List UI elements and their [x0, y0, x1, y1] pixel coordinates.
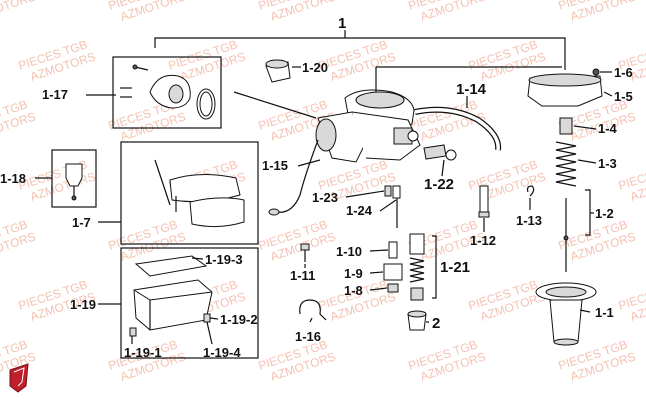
box-top-cap — [112, 56, 222, 129]
label-1-19-3: 1-19-3 — [205, 252, 243, 267]
needle-jet-part — [65, 163, 83, 201]
box-float-bowl — [120, 247, 259, 359]
label-1-2: 1-2 — [595, 206, 614, 221]
choke-part — [154, 159, 245, 228]
clip-1-16 — [299, 299, 327, 321]
label-1-17: 1-17 — [42, 87, 68, 102]
spring-needle-1-21 — [409, 233, 425, 301]
cap-part — [265, 59, 291, 83]
vent-hose-part — [274, 139, 319, 213]
screw-part — [423, 144, 457, 161]
assembly-bracket — [154, 30, 566, 70]
seat-1-4 — [559, 117, 573, 135]
label-1-4: 1-4 — [598, 121, 618, 136]
jet-stack-1-8-1-10 — [383, 241, 403, 293]
label-1-10: 1-10 — [336, 244, 362, 259]
diaphragm-cover-1-5 — [527, 73, 603, 107]
label-1-19: 1-19 — [70, 297, 96, 312]
label-1-24: 1-24 — [346, 203, 373, 218]
shield-logo — [9, 363, 29, 393]
part-labels: 1 1-17 1-20 1-6 1-5 1-14 1-4 1-3 1-2 1-1… — [0, 15, 633, 360]
leader-lines — [35, 66, 613, 345]
float-bowl-part — [129, 255, 213, 337]
label-1-12: 1-12 — [470, 233, 496, 248]
screw-1-6 — [592, 68, 600, 76]
label-1-3: 1-3 — [598, 156, 617, 171]
carburetor-body — [315, 89, 421, 163]
label-1-8: 1-8 — [344, 283, 363, 298]
box-choke — [120, 141, 259, 245]
watermark-line-2: AZMOTORS — [0, 0, 37, 24]
label-1-7: 1-7 — [72, 215, 91, 230]
label-1: 1 — [338, 15, 346, 32]
needle-1-2 — [563, 198, 569, 272]
label-1-19-1: 1-19-1 — [124, 345, 162, 360]
label-1-6: 1-6 — [614, 65, 633, 80]
top-cover-part — [120, 64, 216, 120]
label-1-5: 1-5 — [614, 89, 633, 104]
part-2 — [407, 310, 427, 331]
label-1-11: 1-11 — [290, 268, 315, 283]
bolt-1-11 — [300, 243, 310, 262]
label-2: 2 — [432, 315, 440, 332]
label-1-14: 1-14 — [456, 81, 487, 98]
label-1-16: 1-16 — [295, 329, 321, 344]
label-1-22: 1-22 — [424, 176, 454, 193]
label-1-1: 1-1 — [595, 305, 614, 320]
label-1-9: 1-9 — [344, 266, 363, 281]
label-1-13: 1-13 — [516, 213, 542, 228]
spring-1-3 — [555, 141, 577, 187]
label-1-18: 1-18 — [0, 171, 26, 186]
jet-1-23 — [384, 185, 392, 197]
label-1-19-4: 1-19-4 — [203, 345, 241, 360]
label-1-21: 1-21 — [440, 259, 470, 276]
label-1-19-2: 1-19-2 — [220, 312, 258, 327]
clip-1-13 — [526, 185, 535, 197]
piston-1-1 — [535, 282, 597, 346]
jet-1-12 — [479, 185, 489, 213]
jet-1-24 — [392, 185, 401, 199]
label-1-23: 1-23 — [312, 190, 338, 205]
label-1-20: 1-20 — [302, 60, 328, 75]
label-1-15: 1-15 — [262, 158, 288, 173]
